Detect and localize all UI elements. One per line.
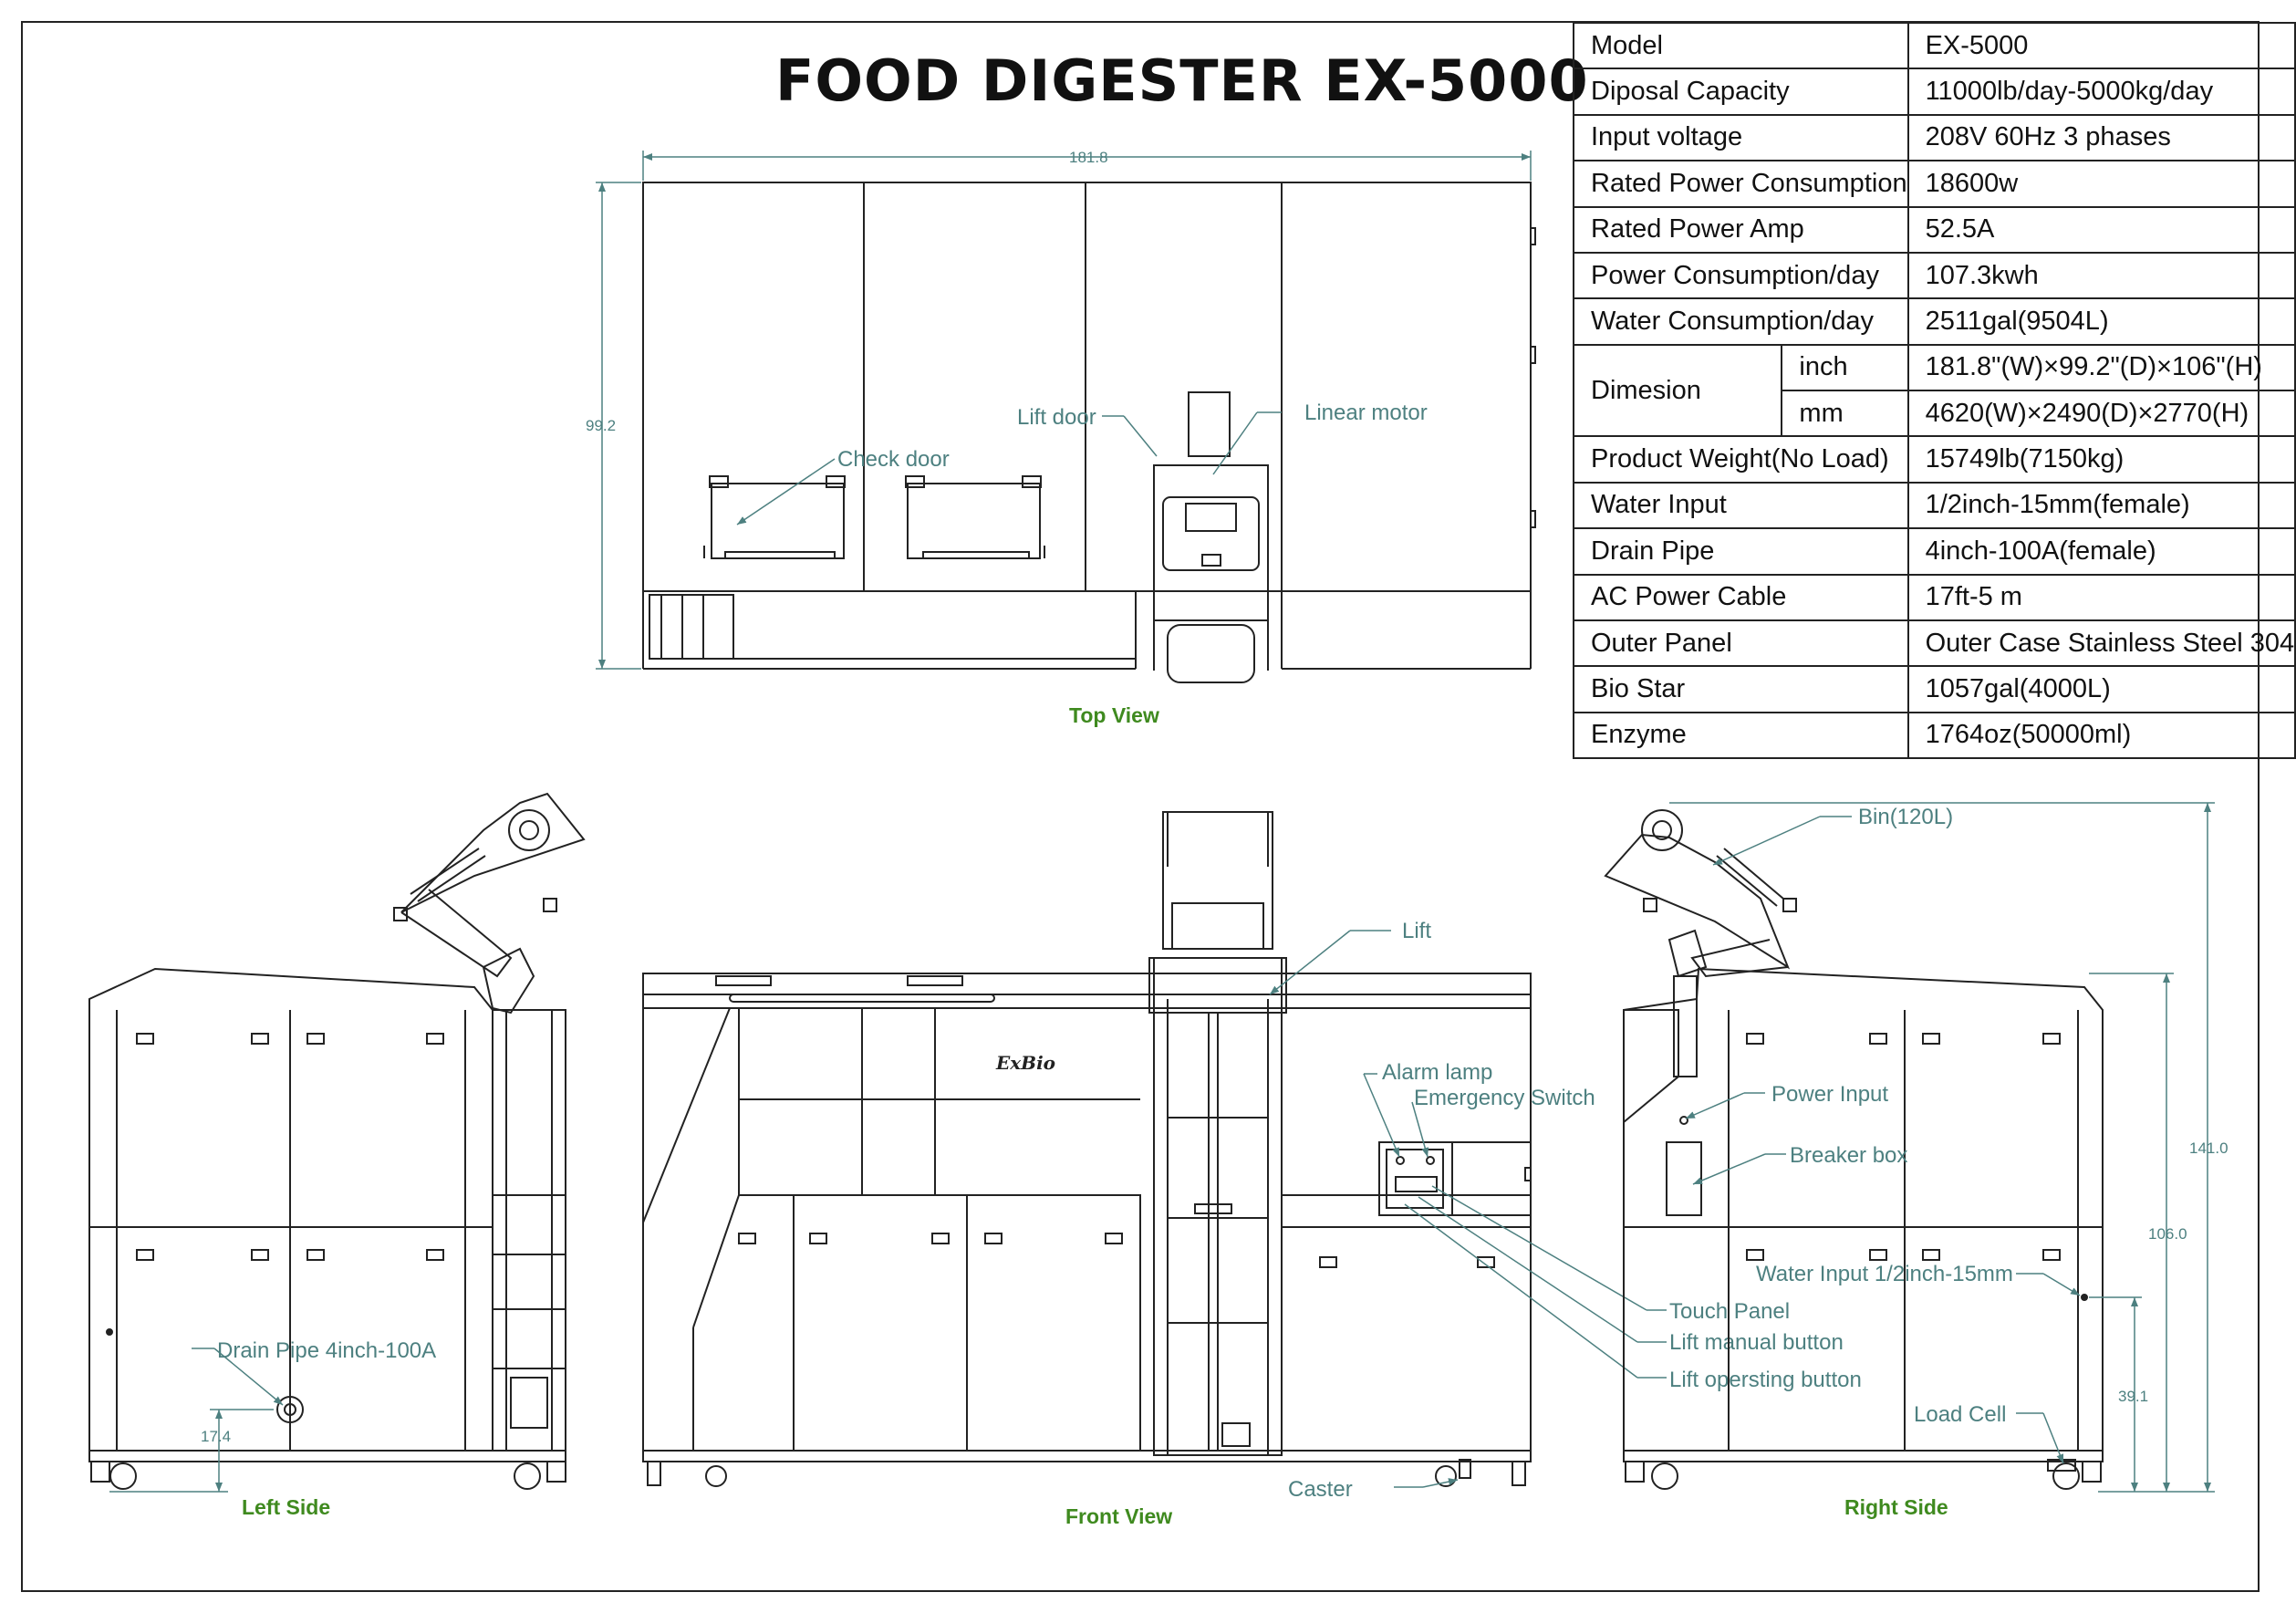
brand-logo: ExBio — [995, 1052, 1055, 1074]
load-cell-label: Load Cell — [1914, 1402, 2006, 1427]
top-view-dimensions — [596, 151, 1532, 670]
spec-label: Rated Power Consumption — [1573, 160, 1909, 208]
spec-label: Rated Power Amp — [1573, 205, 1909, 254]
spec-row: Water Input 1/2inch-15mm(female) — [1573, 481, 2296, 530]
spec-label: Outer Panel — [1573, 619, 1909, 668]
spec-label: Power Consumption/day — [1573, 251, 1909, 300]
spec-value: 1764oz(50000ml) — [1906, 711, 2296, 760]
spec-row: AC Power Cable 17ft-5 m — [1573, 573, 2296, 621]
alarm-lamp-label: Alarm lamp — [1382, 1060, 1492, 1085]
spec-value: 11000lb/day-5000kg/day — [1906, 68, 2296, 116]
spec-label: AC Power Cable — [1573, 573, 1909, 621]
right-side-title: Right Side — [1844, 1495, 1948, 1519]
spec-row: Drain Pipe 4inch-100A(female) — [1573, 527, 2296, 576]
drain-pipe-label: Drain Pipe 4inch-100A — [217, 1338, 436, 1363]
drain-height-dimension: 17.4 — [201, 1428, 231, 1445]
lift-manual-button-label: Lift manual button — [1669, 1330, 1844, 1355]
right-side-view — [1604, 809, 2104, 1490]
spec-value: 4620(W)×2490(D)×2770(H) — [1906, 389, 2296, 438]
breaker-box-label: Breaker box — [1790, 1143, 1907, 1168]
touch-panel-label: Touch Panel — [1669, 1299, 1790, 1324]
spec-row-dimension-mm: mm 4620(W)×2490(D)×2770(H) — [1574, 389, 2296, 438]
spec-row: Enzyme 1764oz(50000ml) — [1573, 711, 2296, 760]
top-view-title: Top View — [1069, 703, 1159, 727]
spec-row: Power Consumption/day 107.3kwh — [1573, 251, 2296, 300]
spec-row: Rated Power Consumption 18600w — [1573, 160, 2296, 208]
top-width-dimension: 181.8 — [1069, 149, 1108, 166]
spec-label: Model — [1573, 21, 1909, 70]
top-view-leaders — [736, 411, 1282, 526]
spec-row: Model EX-5000 — [1573, 21, 2296, 70]
spec-label: Product Weight(No Load) — [1573, 435, 1909, 484]
spec-label: Dimesion — [1572, 343, 1783, 438]
spec-value: 52.5A — [1906, 205, 2296, 254]
spec-value: 1057gal(4000L) — [1906, 665, 2296, 713]
spec-label: Diposal Capacity — [1573, 68, 1909, 116]
spec-label: Water Input — [1573, 481, 1909, 530]
top-view — [642, 182, 1536, 683]
spec-label: Enzyme — [1573, 711, 1909, 760]
spec-row: Diposal Capacity 11000lb/day-5000kg/day — [1573, 68, 2296, 116]
spec-value: 107.3kwh — [1906, 251, 2296, 300]
water-input-label: Water Input 1/2inch-15mm — [1756, 1262, 2013, 1286]
spec-row: Bio Star 1057gal(4000L) — [1573, 665, 2296, 713]
spec-row-dimension-inch: Dimesion inch 181.8"(W)×99.2"(D)×106"(H) — [1572, 343, 2296, 438]
spec-value: 181.8"(W)×99.2"(D)×106"(H) — [1906, 343, 2296, 392]
spec-value: 4inch-100A(female) — [1906, 527, 2296, 576]
sheet-border — [21, 21, 2260, 1592]
top-view-body — [642, 182, 1532, 592]
spec-label: Bio Star — [1573, 665, 1909, 713]
left-side-view — [88, 792, 586, 1490]
left-side-leaders — [109, 1348, 284, 1493]
emergency-switch-label: Emergency Switch — [1414, 1086, 1595, 1110]
spec-row: Rated Power Amp 52.5A — [1573, 205, 2296, 254]
top-depth-dimension: 99.2 — [586, 417, 616, 434]
spec-row: Product Weight(No Load) 15749lb(7150kg) — [1573, 435, 2296, 484]
spec-value: 15749lb(7150kg) — [1906, 435, 2296, 484]
spec-row: Outer Panel Outer Case Stainless Steel 3… — [1573, 619, 2296, 668]
front-view — [642, 811, 1532, 1487]
lift-door-label: Lift door — [1017, 405, 1096, 430]
spec-unit: mm — [1781, 389, 1909, 438]
spec-label: Drain Pipe — [1573, 527, 1909, 576]
front-view-title: Front View — [1065, 1504, 1172, 1528]
caster-label: Caster — [1288, 1477, 1353, 1502]
spec-value: 18600w — [1906, 160, 2296, 208]
water-height-dimension: 39.1 — [2118, 1388, 2148, 1405]
lift-operating-button-label: Lift opersting button — [1669, 1368, 1862, 1392]
linear-motor-label: Linear motor — [1304, 401, 1428, 425]
spec-value: EX-5000 — [1906, 21, 2296, 70]
power-input-label: Power Input — [1771, 1082, 1888, 1107]
bin-label: Bin(120L) — [1858, 805, 1953, 829]
spec-value: 208V 60Hz 3 phases — [1906, 113, 2296, 162]
spec-label: Water Consumption/day — [1573, 297, 1909, 346]
spec-table: Model EX-5000 Diposal Capacity 11000lb/d… — [1572, 21, 2296, 760]
left-side-title: Left Side — [242, 1495, 330, 1519]
lift-label: Lift — [1402, 919, 1431, 943]
spec-value: 1/2inch-15mm(female) — [1906, 481, 2296, 530]
spec-value: 2511gal(9504L) — [1906, 297, 2296, 346]
overall-height-dimension: 141.0 — [2189, 1140, 2228, 1157]
body-height-dimension: 106.0 — [2148, 1225, 2187, 1243]
spec-row: Input voltage 208V 60Hz 3 phases — [1573, 113, 2296, 162]
drawing-title: FOOD DIGESTER EX-5000 — [775, 47, 1589, 114]
spec-unit: inch — [1781, 343, 1909, 392]
spec-label: Input voltage — [1573, 113, 1909, 162]
check-door-label: Check door — [837, 447, 950, 472]
spec-row: Water Consumption/day 2511gal(9504L) — [1573, 297, 2296, 346]
front-view-leaders — [1269, 930, 1667, 1488]
right-side-leaders — [1669, 802, 2215, 1493]
spec-value: Outer Case Stainless Steel 304 — [1906, 619, 2296, 668]
spec-value: 17ft-5 m — [1906, 573, 2296, 621]
